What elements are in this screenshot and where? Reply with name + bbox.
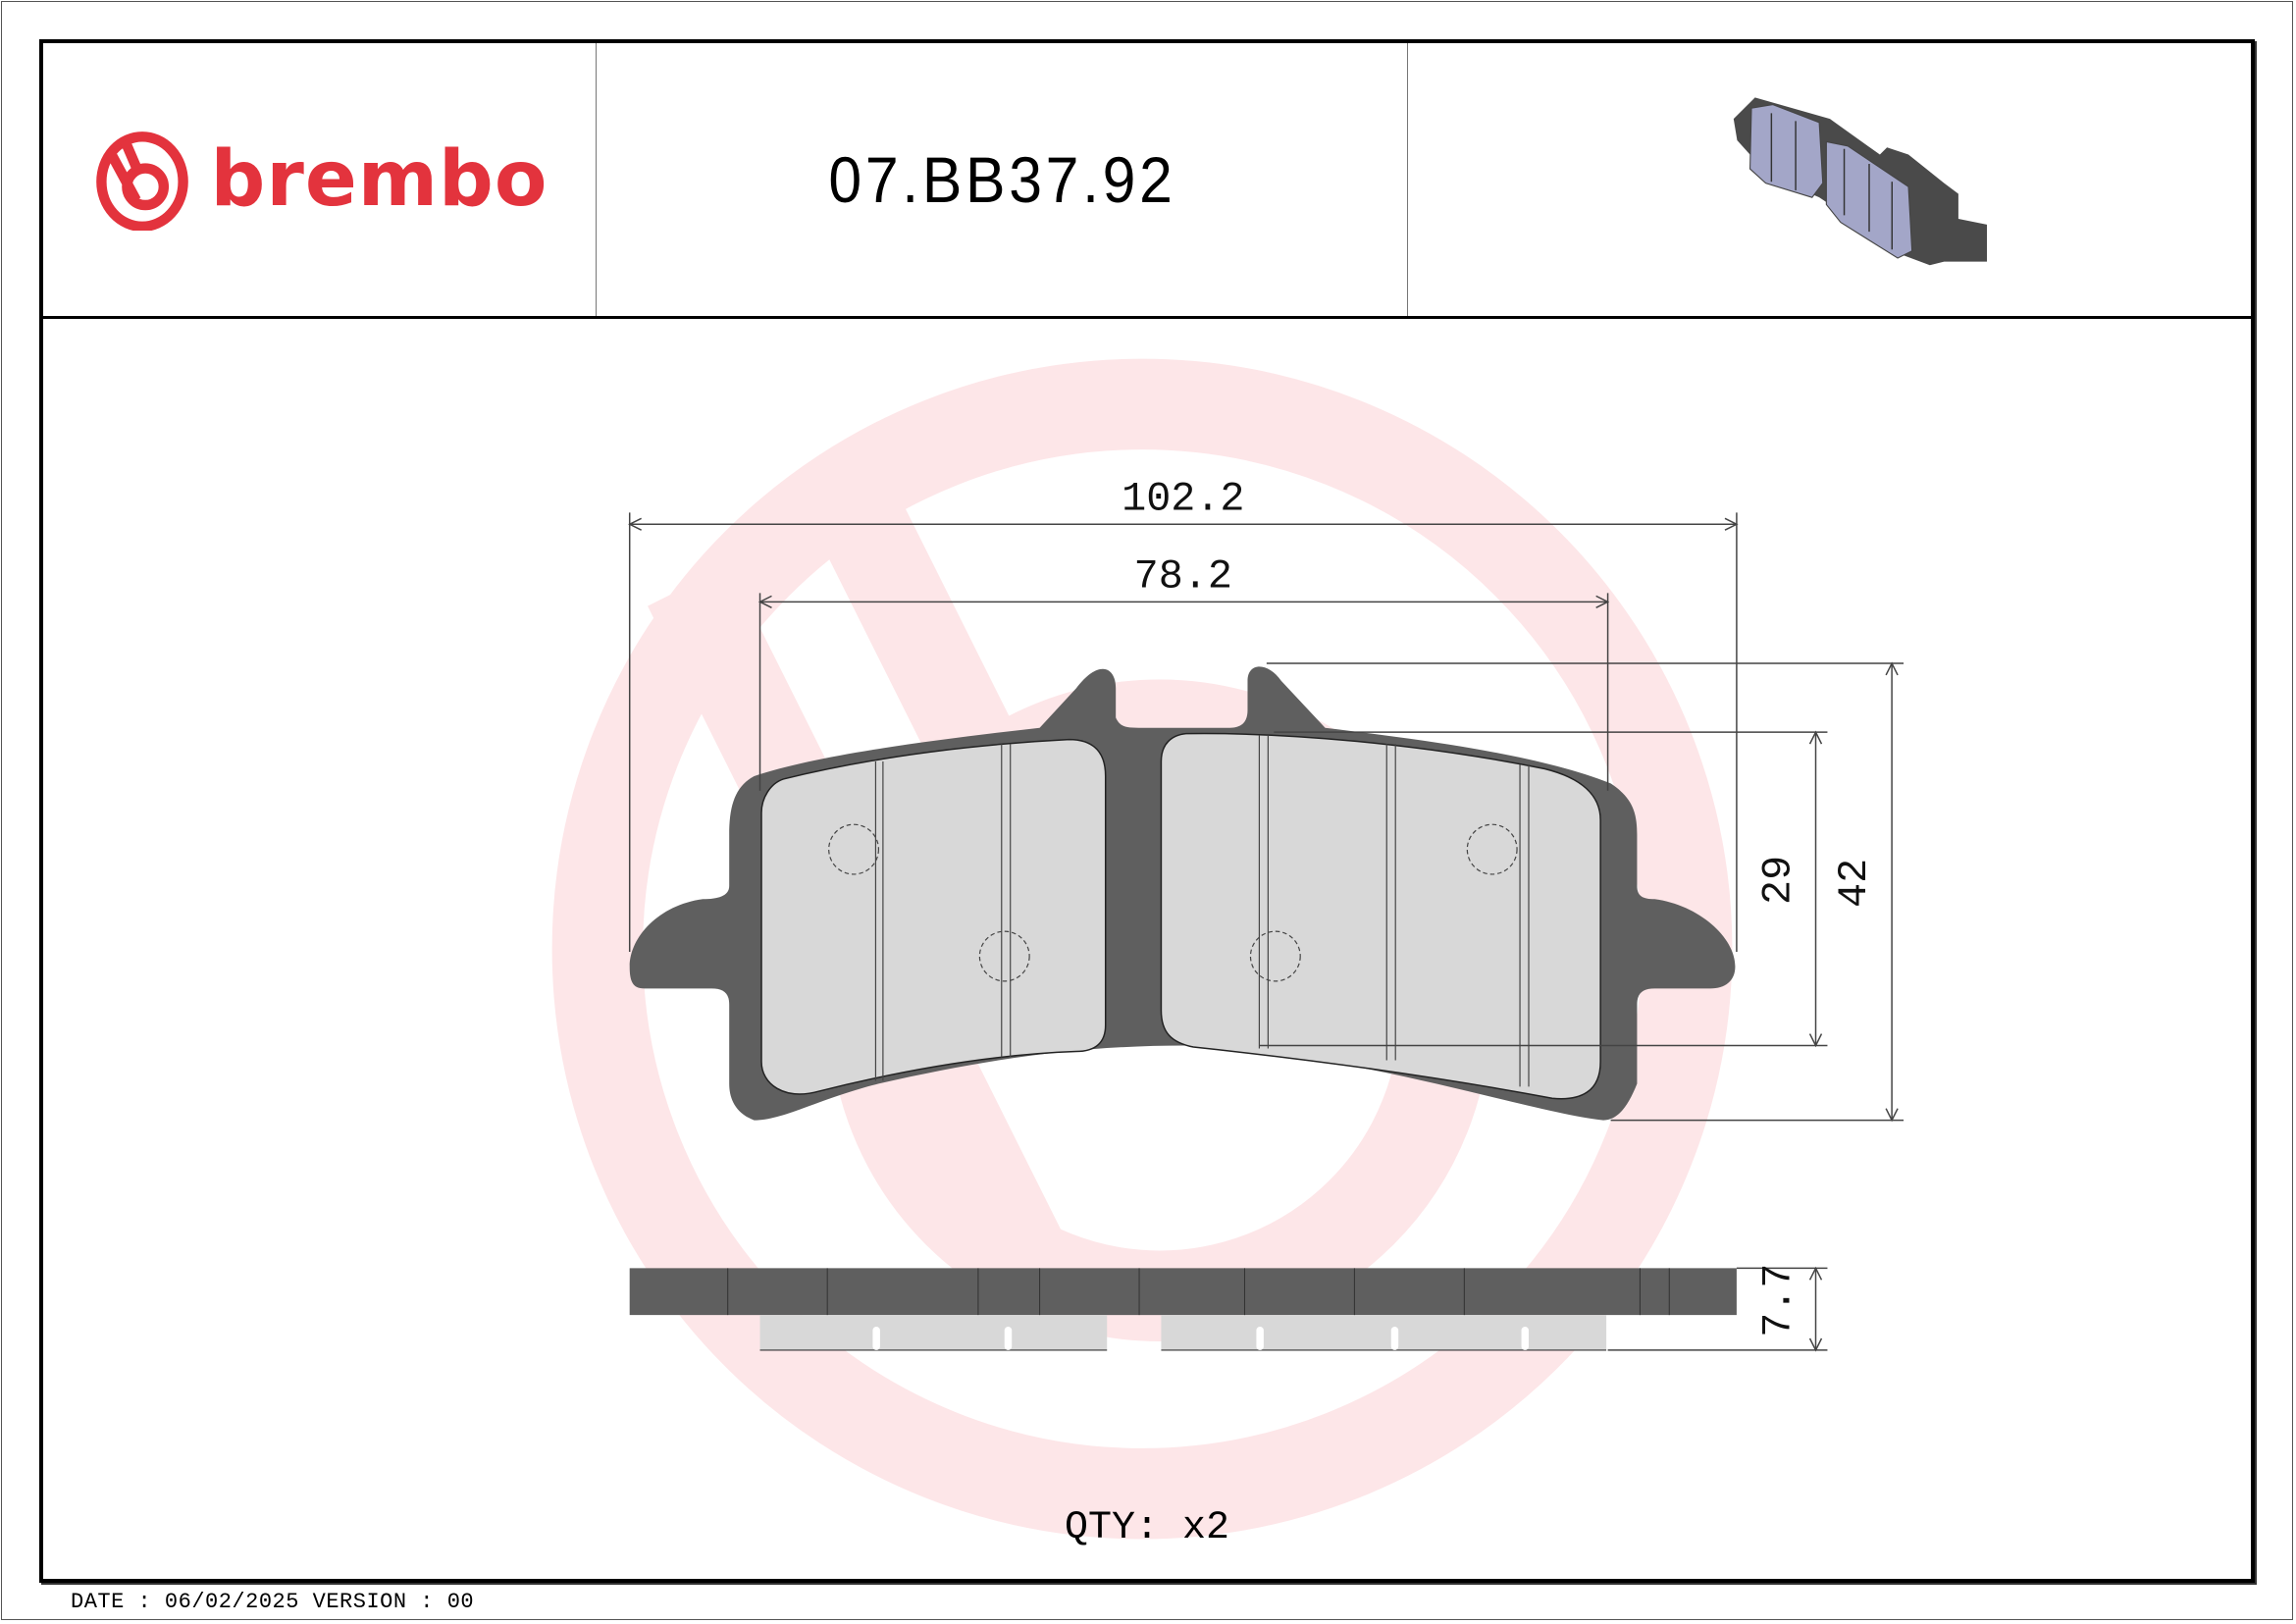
date-value: 06/02/2025: [164, 1590, 299, 1614]
date-label: DATE :: [71, 1590, 152, 1614]
product-image-cell: [1408, 43, 2251, 316]
version-label: VERSION :: [312, 1590, 434, 1614]
brake-pad-front-view: [629, 666, 1736, 1121]
dim-overall-height: 42: [1831, 859, 1878, 908]
title-block: brembo 07.BB37.92: [43, 43, 2251, 319]
part-code-cell: 07.BB37.92: [597, 43, 1408, 316]
footer: DATE : 06/02/2025 VERSION : 00: [71, 1590, 474, 1614]
brembo-disc-icon: [95, 131, 188, 231]
brand-name: brembo: [210, 135, 548, 224]
dim-thickness: 7.7: [1755, 1264, 1802, 1337]
brake-pad-side-view: [629, 1268, 1737, 1351]
brembo-logo: brembo: [91, 129, 548, 231]
logo-cell: brembo: [43, 43, 597, 316]
dim-friction-width: 78.2: [1134, 552, 1232, 600]
dim-overall-width: 102.2: [1122, 475, 1244, 522]
qty-value: x2: [1182, 1506, 1230, 1550]
quantity: QTY: x2: [1065, 1506, 1229, 1550]
drawing-frame: brembo 07.BB37.92: [39, 39, 2255, 1583]
part-code: 07.BB37.92: [827, 143, 1176, 216]
dimension-lines: [628, 512, 1905, 1352]
qty-label: QTY:: [1065, 1506, 1160, 1550]
version-value: 00: [446, 1590, 475, 1614]
dim-friction-height: 29: [1755, 856, 1802, 905]
brake-pad-isometric-image: [1733, 97, 1987, 266]
